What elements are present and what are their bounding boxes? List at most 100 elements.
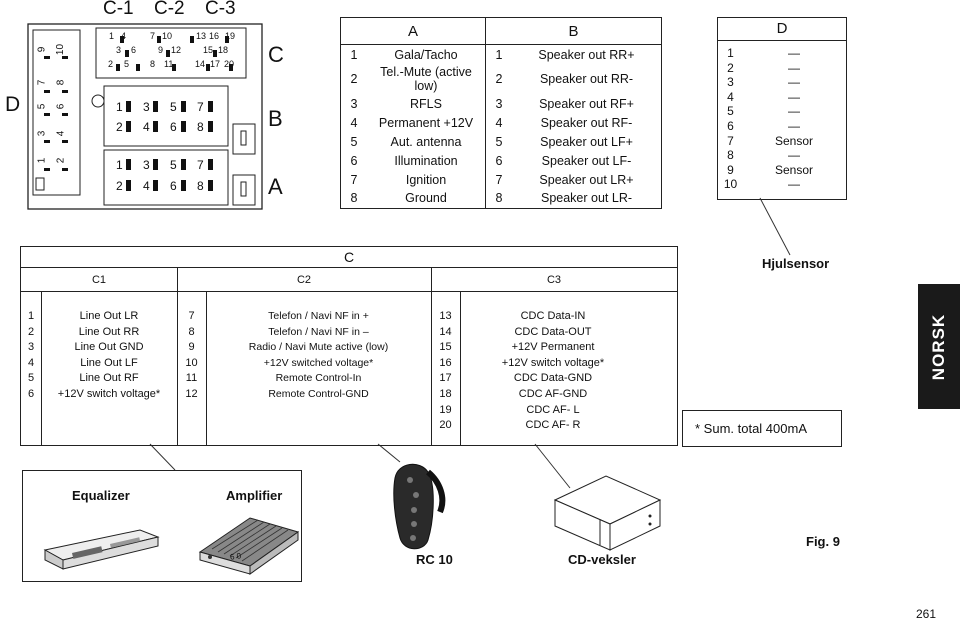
table-row: 8 Ground 8 Speaker out LR- (341, 188, 662, 209)
d-label-column: — — — — — — Sensor — Sensor — (754, 46, 834, 192)
b-label: Speaker out LR- (540, 191, 633, 206)
c1-label: Line Out LF (80, 356, 138, 369)
c3-label: CDC Data-GND (513, 372, 593, 385)
c3-num: 17 (439, 372, 452, 385)
label-b: B (268, 106, 283, 131)
table-row: 7 Ignition 7 Speaker out LR+ (341, 170, 662, 189)
c-pin: 3 (116, 45, 122, 55)
c3-num-column: 13 14 15 16 17 18 19 20 (431, 309, 460, 434)
c3-num: 20 (439, 419, 452, 432)
label-c1: C-1 (103, 0, 134, 19)
b-label: Speaker out RF- (540, 115, 633, 130)
c-pin: 10 (162, 31, 173, 41)
pin-table-ab: A B 1 Gala/Tacho 1 Speaker out RR+ 2 Tel… (340, 17, 662, 209)
a-pin: 7 (197, 158, 204, 172)
c2-num: 12 (185, 387, 198, 400)
c3-label: CDC Data-IN (520, 310, 586, 322)
c-pin: 15 (203, 45, 214, 55)
footnote-text: * Sum. total 400mA (695, 421, 807, 436)
c1-num: 3 (27, 341, 35, 354)
b-num: 6 (495, 153, 503, 168)
d-num-column: 1 2 3 4 5 6 7 8 9 10 (718, 46, 743, 192)
b-num: 5 (495, 134, 503, 149)
pin-table-c: C C1 C2 C3 1 2 3 4 5 6 Line Out LR Line … (20, 246, 678, 446)
b-label: Speaker out RR+ (538, 47, 635, 62)
c3-label: CDC AF-GND (518, 387, 588, 400)
pin-table-d: D 1 2 3 4 5 6 7 8 9 10 — — — — — — Senso… (717, 17, 847, 200)
b-pin: 6 (170, 120, 177, 134)
c2-label: Telefon / Navi NF in – (268, 325, 369, 338)
c3-num: 19 (439, 403, 452, 416)
c3-header: C3 (546, 274, 562, 286)
d-num: 10 (723, 177, 738, 192)
c1-num: 5 (27, 372, 35, 385)
d-num: 3 (727, 75, 734, 90)
a-num: 4 (350, 115, 358, 130)
d-label: — (788, 104, 800, 119)
equalizer-icon (43, 529, 160, 570)
c2-label: Remote Control-GND (268, 387, 369, 400)
c1-num: 2 (27, 325, 35, 338)
d-num: 9 (727, 162, 734, 177)
d-num: 2 (727, 60, 734, 75)
c2-label: Radio / Navi Mute active (low) (248, 341, 389, 354)
page-number: 261 (916, 607, 937, 621)
c2-num: 11 (185, 372, 198, 385)
a-num: 1 (350, 47, 358, 62)
b-pin: 3 (143, 100, 150, 114)
c-pin: 16 (209, 31, 220, 41)
c-pin: 2 (108, 59, 114, 69)
a-num: 7 (350, 172, 358, 187)
d-label: — (788, 89, 800, 104)
c-pin: 1 (109, 31, 115, 41)
a-pin: 1 (116, 158, 123, 172)
a-pin: 8 (197, 179, 204, 193)
d-label: — (788, 177, 800, 192)
c3-num: 16 (439, 356, 452, 369)
c2-label: +12V switched voltage* (263, 356, 374, 369)
c3-num: 15 (439, 341, 452, 354)
b-num: 7 (495, 172, 503, 187)
c1-label: Line Out RR (78, 325, 140, 338)
c3-label: CDC AF- R (525, 419, 581, 432)
c2-num: 7 (188, 310, 195, 322)
table-row: 3 RFLS 3 Speaker out RF+ (341, 94, 662, 114)
c2-header: C2 (296, 274, 312, 286)
a-label: Illumination (367, 151, 486, 171)
b-num: 3 (495, 96, 503, 111)
table-row: 5 Aut. antenna 5 Speaker out LF+ (341, 132, 662, 152)
label-c3: C-3 (205, 0, 236, 19)
a-num: 6 (350, 153, 358, 168)
table-c-header: C (343, 249, 355, 265)
c-pin: 14 (195, 59, 206, 69)
d-label: Sensor (774, 162, 814, 177)
table-b-header: B (485, 17, 662, 46)
b-num: 8 (495, 191, 503, 206)
a-label: Gala/Tacho (367, 44, 486, 65)
b-pin: 1 (116, 100, 123, 114)
b-num: 1 (495, 47, 503, 62)
c2-num-column: 7 8 9 10 11 12 (177, 309, 206, 403)
cd-changer-label: CD-veksler (568, 552, 636, 567)
d-label: — (788, 46, 800, 60)
d-label: — (788, 118, 800, 133)
c3-label: CDC AF- L (526, 403, 580, 416)
c3-label: CDC Data-OUT (514, 325, 592, 338)
c2-num: 9 (188, 341, 195, 354)
c3-num: 14 (439, 325, 452, 338)
a-label: Ignition (367, 170, 486, 189)
a-num: 2 (350, 72, 358, 87)
c-pin: 18 (218, 45, 229, 55)
d-num: 5 (727, 104, 734, 119)
c1-label-column: Line Out LR Line Out RR Line Out GND Lin… (41, 309, 177, 403)
d-num: 4 (727, 89, 734, 104)
b-label: Speaker out LF- (541, 153, 632, 168)
c2-num: 10 (185, 356, 198, 369)
rc10-label: RC 10 (416, 552, 453, 567)
amp-front-text: 6 0 (229, 551, 242, 562)
table-row: 2 Tel.-Mute (active low) 2 Speaker out R… (341, 64, 662, 95)
table-row: 1 Gala/Tacho 1 Speaker out RR+ (341, 44, 662, 65)
d-num: 6 (727, 118, 734, 133)
b-label: Speaker out LR+ (539, 172, 634, 187)
c-pin: 19 (225, 31, 236, 41)
